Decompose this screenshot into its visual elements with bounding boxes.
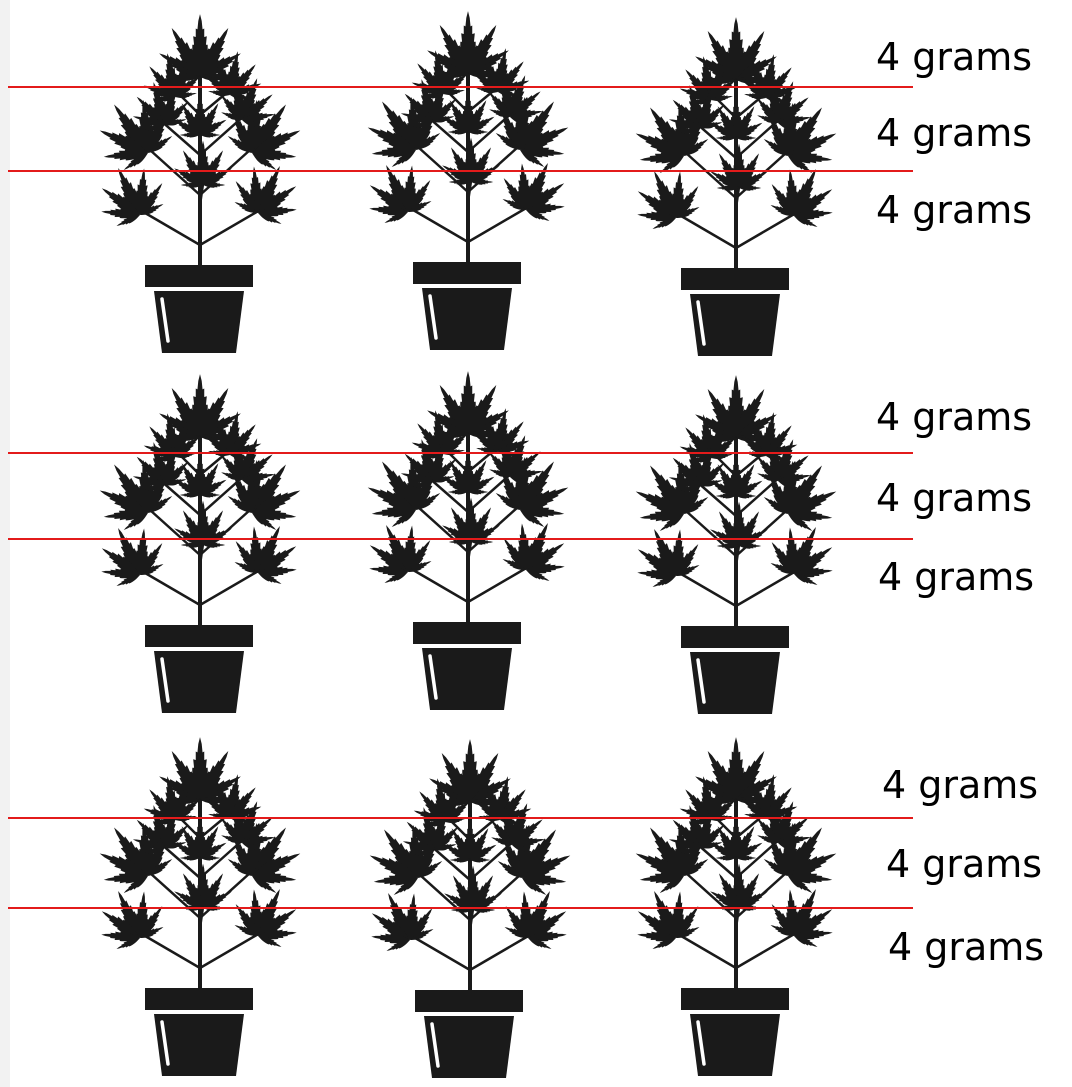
weight-label: 4 grams: [876, 398, 1032, 436]
plant-icon: [616, 728, 856, 1078]
weight-label: 4 grams: [876, 114, 1032, 152]
plant-icon: [350, 730, 590, 1080]
weight-label: 4 grams: [886, 845, 1042, 883]
weight-label: 4 grams: [876, 479, 1032, 517]
cut-line: [8, 907, 913, 909]
weight-label: 4 grams: [876, 191, 1032, 229]
cut-line: [8, 86, 913, 88]
plant-icon: [80, 5, 320, 355]
weight-label: 4 grams: [882, 766, 1038, 804]
weight-label: 4 grams: [876, 38, 1032, 76]
plant-icon: [616, 366, 856, 716]
plant-icon: [616, 8, 856, 358]
cut-line: [8, 538, 913, 540]
plant-icon: [80, 728, 320, 1078]
left-margin-strip: [0, 0, 10, 1087]
plant-icon: [348, 2, 588, 352]
weight-label: 4 grams: [888, 928, 1044, 966]
weight-label: 4 grams: [878, 558, 1034, 596]
plant-icon: [348, 362, 588, 712]
cut-line: [8, 452, 913, 454]
cut-line: [8, 170, 913, 172]
cut-line: [8, 817, 913, 819]
plant-icon: [80, 365, 320, 715]
